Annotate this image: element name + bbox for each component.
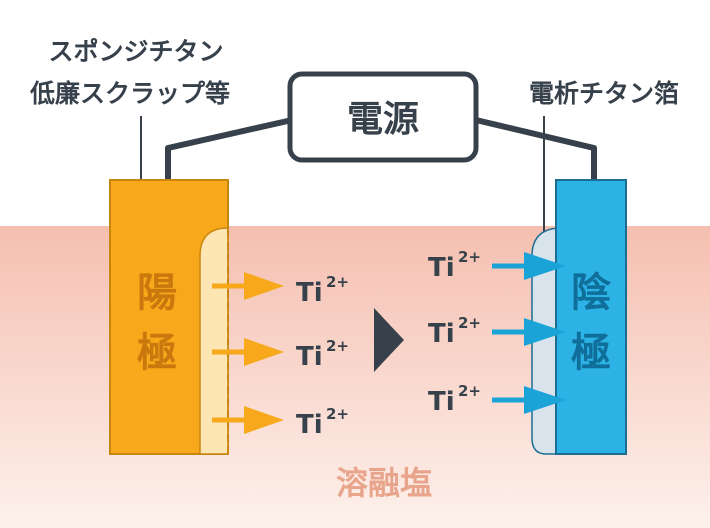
cathode-product-label: 電析チタン箔 (529, 79, 679, 108)
cathode-ion-arrow-2 (492, 318, 566, 346)
anode-source-line2: 低廉スクラップ等 (29, 79, 230, 108)
anode-wire (165, 117, 293, 180)
ion-label: Ti (428, 387, 455, 417)
ion-charge: 2+ (326, 273, 349, 291)
ion-charge: 2+ (458, 248, 481, 266)
power-supply-box (287, 71, 479, 163)
anode-ion-arrow-3 (212, 406, 284, 434)
cathode-ion-arrow-1 (492, 252, 566, 280)
ion-label: Ti (296, 410, 323, 440)
cathode-wire (475, 117, 597, 180)
ion-charge: 2+ (458, 382, 481, 400)
cathode-label-line1: 陰 (571, 270, 611, 316)
anode-ion-arrow-1 (212, 272, 284, 300)
anode-source-line1: スポンジチタン (48, 37, 223, 66)
ion-label: Ti (296, 342, 323, 372)
ion-label: Ti (428, 253, 455, 283)
ion-label: Ti (428, 319, 455, 349)
molten-salt-label: 溶融塩 (336, 464, 432, 502)
anode-label-line1: 陽 (137, 270, 177, 316)
cathode-label-line2: 極 (571, 330, 611, 376)
ion-charge: 2+ (458, 314, 481, 332)
cathode-electrode (555, 179, 627, 455)
anode-ion-arrow-2 (212, 338, 284, 366)
power-supply-label: 電源 (347, 99, 419, 140)
cathode-ion-arrow-3 (492, 386, 566, 414)
ion-charge: 2+ (326, 337, 349, 355)
anode-label-line2: 極 (137, 330, 177, 376)
right-triangle-icon (374, 308, 404, 372)
ion-charge: 2+ (326, 405, 349, 423)
ion-label: Ti (296, 278, 323, 308)
